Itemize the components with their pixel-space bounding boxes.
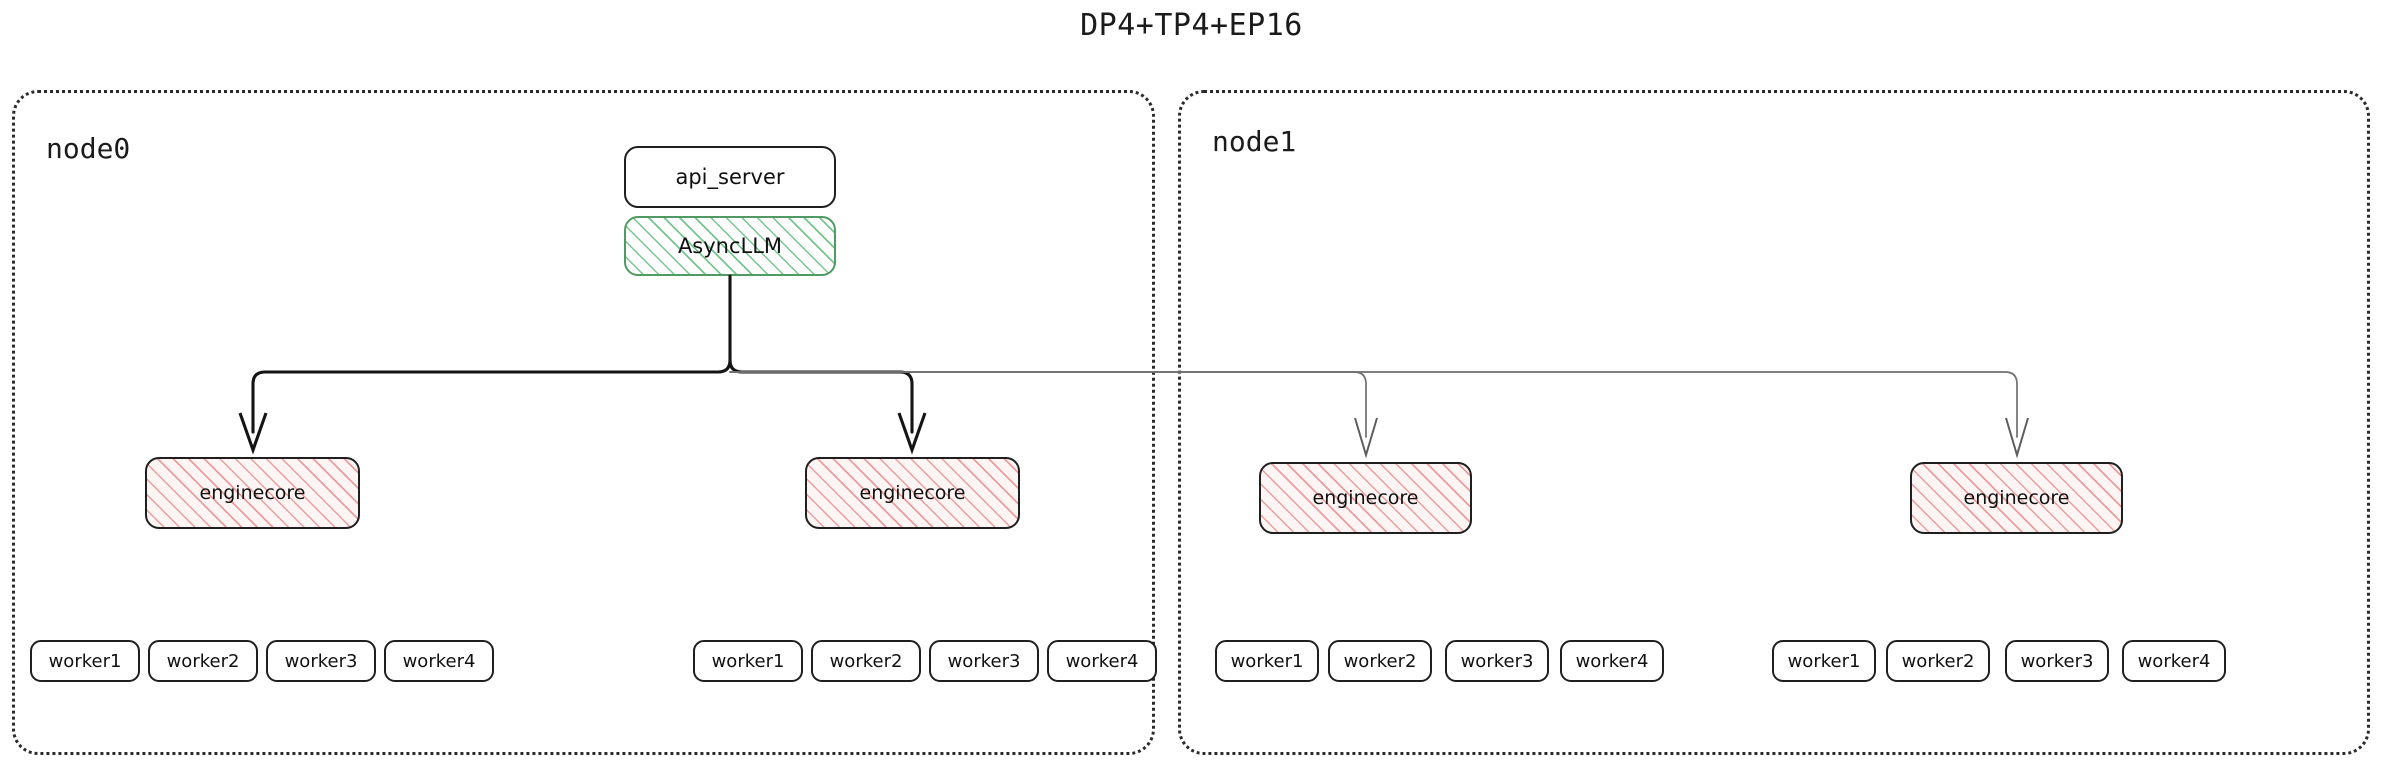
worker-label: worker3 [1460, 650, 1534, 672]
enginecore-label: enginecore [1963, 487, 2070, 509]
enginecore-box-node0-0[interactable]: enginecore [145, 457, 360, 529]
worker-label: worker4 [1065, 650, 1139, 672]
worker-box-node1-1-1[interactable]: worker2 [1886, 640, 1990, 682]
worker-label: worker2 [166, 650, 240, 672]
worker-box-node0-1-1[interactable]: worker2 [811, 640, 921, 682]
worker-label: worker2 [1343, 650, 1417, 672]
worker-box-node0-0-2[interactable]: worker3 [266, 640, 376, 682]
worker-label: worker4 [2137, 650, 2211, 672]
worker-box-node1-1-0[interactable]: worker1 [1772, 640, 1876, 682]
enginecore-box-node1-1[interactable]: enginecore [1910, 462, 2123, 534]
worker-box-node1-0-0[interactable]: worker1 [1215, 640, 1319, 682]
worker-label: worker1 [48, 650, 122, 672]
worker-label: worker2 [1901, 650, 1975, 672]
worker-box-node0-1-2[interactable]: worker3 [929, 640, 1039, 682]
worker-box-node1-1-3[interactable]: worker4 [2122, 640, 2226, 682]
async-llm-box[interactable]: AsyncLLM [624, 216, 836, 276]
api-server-label: api_server [675, 165, 785, 189]
enginecore-box-node0-1[interactable]: enginecore [805, 457, 1020, 529]
page-title: DP4+TP4+EP16 [1080, 8, 1303, 43]
enginecore-box-node1-0[interactable]: enginecore [1259, 462, 1472, 534]
worker-label: worker2 [829, 650, 903, 672]
worker-box-node1-0-3[interactable]: worker4 [1560, 640, 1664, 682]
node-label-node1: node1 [1212, 125, 1297, 158]
worker-box-node1-0-2[interactable]: worker3 [1445, 640, 1549, 682]
worker-box-node1-1-2[interactable]: worker3 [2005, 640, 2109, 682]
worker-label: worker3 [2020, 650, 2094, 672]
enginecore-label: enginecore [1312, 487, 1419, 509]
enginecore-label: enginecore [199, 482, 306, 504]
api-server-box[interactable]: api_server [624, 146, 836, 208]
worker-label: worker1 [1787, 650, 1861, 672]
worker-box-node0-0-0[interactable]: worker1 [30, 640, 140, 682]
worker-label: worker3 [947, 650, 1021, 672]
worker-box-node0-1-3[interactable]: worker4 [1047, 640, 1157, 682]
worker-box-node1-0-1[interactable]: worker2 [1328, 640, 1432, 682]
async-llm-label: AsyncLLM [677, 234, 783, 258]
worker-label: worker3 [284, 650, 358, 672]
enginecore-label: enginecore [859, 482, 966, 504]
worker-box-node0-0-1[interactable]: worker2 [148, 640, 258, 682]
worker-label: worker4 [402, 650, 476, 672]
node-label-node0: node0 [46, 132, 131, 165]
worker-label: worker1 [711, 650, 785, 672]
worker-label: worker4 [1575, 650, 1649, 672]
worker-box-node0-1-0[interactable]: worker1 [693, 640, 803, 682]
worker-box-node0-0-3[interactable]: worker4 [384, 640, 494, 682]
worker-label: worker1 [1230, 650, 1304, 672]
